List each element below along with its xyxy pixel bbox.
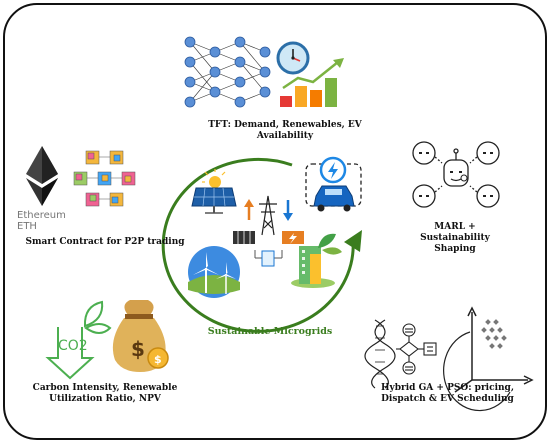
battery-icon <box>233 231 304 244</box>
hybrid-label-line1: Hybrid GA + PSO: pricing, <box>381 383 514 393</box>
tft-label: TFT: Demand, Renewables, EV Availability <box>208 120 362 141</box>
dna-icon <box>364 319 396 389</box>
clock-icon <box>276 41 310 75</box>
co2-leaf-icon <box>45 300 112 380</box>
neural-network-icon <box>184 36 271 108</box>
co2-text: CO2 <box>58 338 88 354</box>
transmission-tower-icon <box>259 195 277 236</box>
metrics-label-line1: Carbon Intensity, Renewable <box>32 383 178 393</box>
metrics-label-line2: Utilization Ratio, NPV <box>49 394 161 404</box>
flowchart-icon <box>396 323 437 375</box>
ethereum-ticker: ETH <box>17 221 37 232</box>
grid-connection-icon <box>254 250 283 267</box>
energy-flow-arrows <box>244 199 293 221</box>
cycle-arrow <box>161 157 355 333</box>
ethereum-name: Ethereum <box>17 210 66 221</box>
ethereum-icon <box>26 146 58 206</box>
marl-label-line2: Sustainability Shaping <box>420 233 490 254</box>
cycle-arrowhead <box>344 230 362 252</box>
svg-text:$: $ <box>131 337 145 361</box>
green-building-icon <box>291 233 342 288</box>
marl-label-line1: MARL + <box>434 222 476 232</box>
bar-chart-icon <box>280 58 344 107</box>
figure-frame <box>3 3 547 440</box>
solar-panel-icon <box>191 169 237 214</box>
center-title: Sustainable Microgrids <box>207 326 333 337</box>
svg-text:$: $ <box>154 353 162 366</box>
hybrid-label-line2: Dispatch & EV Scheduling <box>381 394 514 404</box>
multi-agent-robot-icon <box>412 141 500 208</box>
smart-contract-label: Smart Contract for P2P trading <box>25 237 185 247</box>
scatter-axes-icon <box>443 306 534 412</box>
blockchain-cubes-icon <box>73 150 136 207</box>
ev-charging-icon <box>305 156 362 212</box>
wind-turbine-icon <box>188 246 240 298</box>
money-bag-icon: $ $ <box>112 300 169 372</box>
